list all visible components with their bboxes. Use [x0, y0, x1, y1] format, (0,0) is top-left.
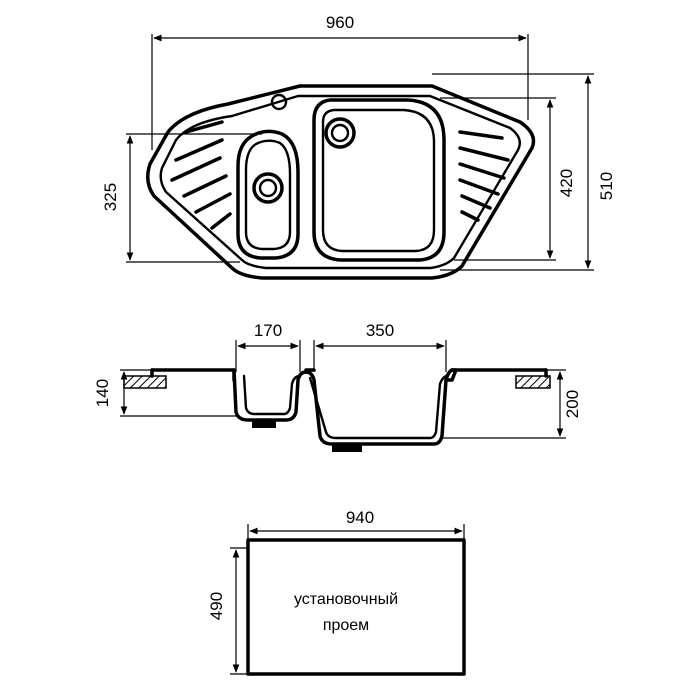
dim-depth-200: 200 [563, 390, 582, 418]
tap-hole [270, 93, 288, 111]
sink-inner-rim [159, 94, 521, 270]
large-bowl-outlet [332, 444, 362, 452]
large-bowl-drain [324, 117, 356, 149]
small-bowl-outlet [252, 420, 276, 428]
dim-depth-325: 325 [101, 183, 120, 211]
left-drainboard-grooves [170, 120, 232, 230]
cutout-rectangle [246, 538, 466, 676]
large-bowl-section [304, 368, 454, 446]
dim-height-490: 490 [207, 592, 226, 620]
small-bowl-drain-inner [258, 178, 278, 198]
section-view: 170 350 140 200 [93, 321, 582, 452]
small-bowl-section-inner [242, 374, 302, 416]
countertop-left [123, 375, 167, 389]
small-bowl-section [232, 368, 308, 422]
dim-width-350: 350 [366, 321, 394, 340]
countertop-right [515, 375, 551, 389]
small-bowl-inner [244, 139, 292, 251]
large-bowl-drain-inner [330, 123, 350, 143]
dim-depth-510: 510 [597, 172, 616, 200]
dim-width-170: 170 [254, 321, 282, 340]
small-bowl-drain [252, 172, 284, 204]
sink-outer-contour [146, 84, 536, 280]
cutout-label-line2: проем [323, 617, 369, 634]
cutout-label-line1: установочный [294, 591, 398, 608]
top-view: 960 510 420 325 [101, 13, 616, 280]
cutout-view: 940 490 установочный проем [207, 508, 466, 676]
small-bowl-outline [236, 129, 300, 260]
large-bowl-outline [312, 98, 446, 262]
dim-width-960: 960 [326, 13, 354, 32]
large-bowl-inner [321, 108, 436, 253]
dim-depth-420: 420 [557, 169, 576, 197]
dim-depth-140: 140 [93, 379, 112, 407]
section-rim [150, 368, 548, 382]
large-bowl-section-inner [308, 374, 448, 440]
dim-width-940: 940 [346, 508, 374, 527]
right-drainboard-grooves [458, 130, 510, 222]
